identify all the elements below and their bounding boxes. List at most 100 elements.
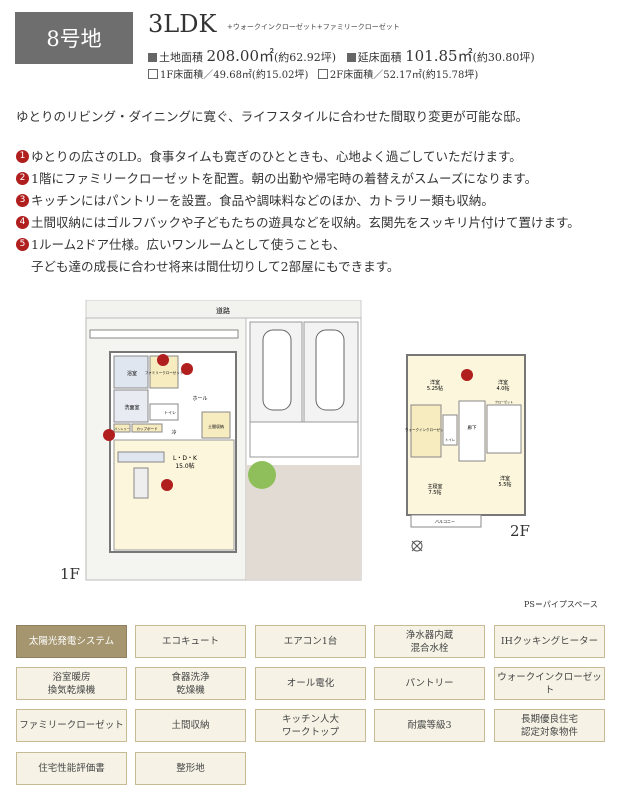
ps-note: PS＝パイプスペース [524, 600, 598, 609]
marker-5-icon [461, 369, 473, 381]
feature-tag: 整形地 [135, 752, 246, 785]
feature-tag: ファミリークローゼット [16, 709, 127, 742]
feature-tag: キッチン人大 ワークトップ [255, 709, 366, 742]
ldk-size: 15.0帖 [175, 462, 194, 470]
land-area-tsubo: (約62.92坪) [274, 51, 337, 64]
room-size: 5.25帖 [427, 385, 443, 392]
pantry [113, 423, 131, 433]
car-icon [315, 329, 345, 411]
compass-icon [411, 540, 423, 552]
room-label: 主寝室 [427, 483, 442, 490]
earth-storage [201, 411, 231, 439]
marker-icon: 2 [16, 172, 29, 185]
feature-tag: 耐震等級3 [374, 709, 485, 742]
walk-in-closet [410, 404, 442, 458]
room-size: 7.5帖 [429, 489, 442, 496]
corridor-label: 廊下 [468, 424, 477, 431]
empty-square-icon [148, 69, 158, 79]
feature-tag: ウォークインクローゼット [494, 667, 605, 700]
point-text: ゆとりの広さのLD。食事タイムも寛ぎのひとときも、心地よく過ごしていただけます。 [31, 149, 522, 164]
toilet [442, 414, 458, 446]
point-text: キッチンにはパントリーを設置。食品や調味料などのほか、カトラリー類も収納。 [31, 193, 494, 208]
room-size: 4.0帖 [497, 385, 510, 392]
floor-plan-2f: 洋室 5.25帖 洋室 4.0帖 ウォークインクローゼット トイレ 廊下 クロー… [405, 354, 526, 552]
feature-tag: 浄水器内蔵 混合水栓 [374, 625, 485, 658]
marker-4-icon [181, 363, 193, 375]
feature-tag: 太陽光発電システム [16, 625, 127, 658]
earth-storage-label: 土間収納 [208, 423, 224, 429]
room-label: 洋室 [498, 379, 508, 386]
plan-type: 3LDK [148, 10, 217, 38]
feature-tag: 土間収納 [135, 709, 246, 742]
toilet-label: トイレ [445, 438, 456, 442]
feature-tag: パントリー [374, 667, 485, 700]
point-text: 1ルーム2ドア仕様。広いワンルームとして使うことも、 [31, 237, 346, 252]
land-area-label: 土地面積 [159, 51, 203, 64]
floor-area-tsubo: (約30.80坪) [472, 51, 535, 64]
feature-tag: 食器洗浄 乾燥機 [135, 667, 246, 700]
floor-areas: 1F床面積／49.68㎡(約15.02坪) 2F床面積／52.17㎡(約15.7… [148, 66, 478, 81]
bicycle-space [249, 421, 359, 458]
point-text-continued: 子ども達の成長に合わせ将来は間仕切りして2部屋にもできます。 [31, 259, 400, 274]
feature-tag: 長期優良住宅 認定対象物件 [494, 709, 605, 742]
floor-label-2f: 2F [510, 522, 530, 540]
floor-area-value: 101.85㎡ [405, 47, 473, 65]
tree-icon [248, 461, 276, 489]
floor-area-label: 延床面積 [357, 51, 402, 64]
room-label: 洋室 [430, 379, 440, 386]
room-size: 5.5帖 [499, 481, 512, 488]
dining-table [133, 467, 149, 499]
walk-in-closet-label: ウォークインクローゼット [405, 427, 447, 432]
feature-tag: エコキュート [135, 625, 246, 658]
cupboard-label: カップボード [137, 426, 158, 431]
point-text: 土間収納にはゴルフバックや子どもたちの遊具などを収納。玄関先をスッキリ片付けて置… [31, 215, 580, 230]
car-icon [262, 329, 292, 411]
balcony [410, 514, 482, 528]
marker-icon: 3 [16, 194, 29, 207]
floor-plan-1f: 道路 浴室 ファミリークローゼット 洗面室 トイレ ホール パントリー カップボ… [85, 300, 362, 581]
hall-label: ホール [192, 396, 207, 402]
washroom [113, 389, 149, 423]
marker-2-icon [157, 354, 169, 366]
land-area-value: 208.00㎡ [206, 47, 275, 65]
balcony-label: バルコニー [435, 519, 455, 524]
marker-3-icon [103, 429, 115, 441]
feature-tag: オール電化 [255, 667, 366, 700]
corridor [458, 400, 486, 462]
cupboard [131, 423, 163, 433]
floor-label-1f: 1F [60, 565, 80, 583]
bath-label: 浴室 [127, 370, 137, 377]
point-text: 1階にファミリークローゼットを配置。朝の出勤や帰宅時の着替えがスムーズになります… [31, 171, 538, 186]
feature-tag: 浴室暖房 換気乾燥機 [16, 667, 127, 700]
feature-tag: IHクッキングヒーター [494, 625, 605, 658]
f1-area: 1F床面積／49.68㎡(約15.02坪) [160, 70, 309, 81]
toilet-label: トイレ [164, 410, 176, 415]
f2-area: 2F床面積／52.17㎡(約15.78坪) [329, 70, 479, 81]
kitchen-counter [117, 451, 165, 463]
marker-icon: 4 [16, 216, 29, 229]
filled-square-icon [148, 53, 157, 62]
bath [113, 355, 149, 389]
closet-label: クローゼット [495, 399, 513, 404]
marker-1-icon [161, 479, 173, 491]
stairs [486, 404, 522, 454]
area-summary: 土地面積 208.00㎡(約62.92坪) 延床面積 101.85㎡(約30.8… [148, 45, 535, 66]
empty-square-icon [317, 69, 328, 79]
toilet [149, 403, 179, 421]
description: ゆとりのリビング・ダイニングに寛ぐ、ライフスタイルに合わせた間取り変更が可能な邸… [16, 109, 529, 124]
pantry-label: パントリー [114, 426, 129, 431]
room-label: 洋室 [500, 475, 510, 482]
fence [89, 329, 239, 339]
ldk-label: L・D・K [173, 455, 198, 462]
washroom-label: 洗面室 [124, 404, 139, 411]
family-closet-label: ファミリークローゼット [145, 370, 184, 375]
feature-tag: エアコン1台 [255, 625, 366, 658]
plan-extra: +ウォークインクローゼット+ファミリークローゼット [227, 23, 400, 31]
